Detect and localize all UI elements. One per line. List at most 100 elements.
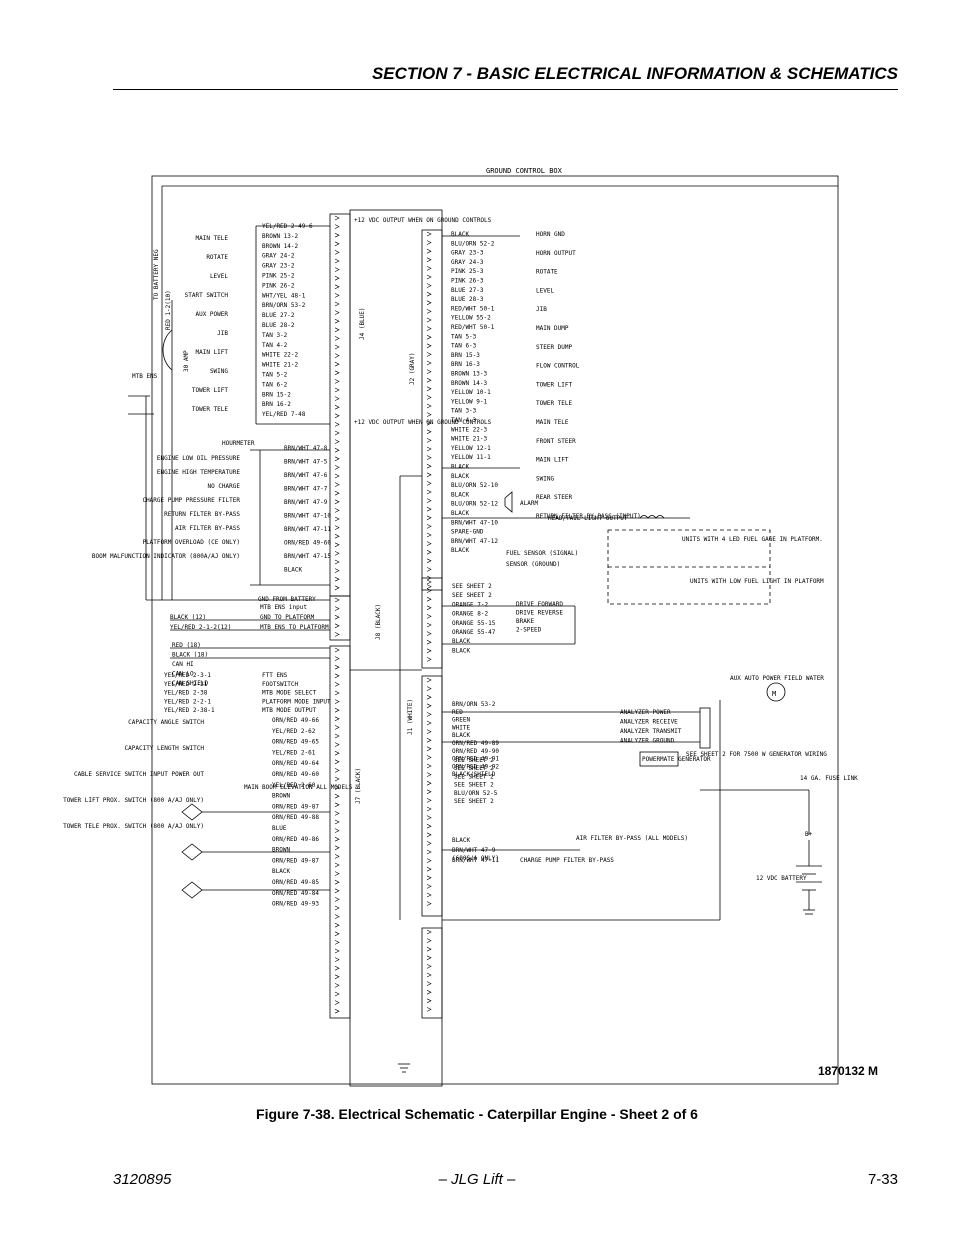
- battery-label: 12 VDC BATTERY: [756, 875, 807, 882]
- connector-pin: [426, 334, 432, 340]
- connector-pin: [334, 576, 340, 582]
- sensor-wire-label: BRN/WHT 47-9: [284, 499, 328, 506]
- connector-pin: [334, 793, 340, 799]
- connector-pin: [426, 901, 432, 906]
- connector-pin: [334, 318, 340, 324]
- j1-bottom-label: BLU/ORN 52-5: [454, 790, 498, 797]
- connector-j1-j7: [329, 645, 351, 1019]
- connector-pin: [426, 946, 432, 952]
- j7-wire-label: BLUE: [272, 825, 287, 832]
- powermate-label: POWERMATE GENERATOR: [642, 756, 711, 763]
- right-wire-label: BLACK: [451, 491, 469, 498]
- right-wire-label: WHITE 21-3: [451, 436, 488, 443]
- connector-pin: [334, 845, 340, 851]
- connector-pin: [334, 811, 340, 816]
- j2-label: J2 (GRAY): [409, 352, 416, 385]
- connector-pin: [426, 506, 432, 512]
- connector-pin: [426, 677, 432, 683]
- right-wire-label: BLUE 28-3: [451, 296, 484, 303]
- connector-pin: [426, 588, 432, 593]
- left-function-label: SWING: [210, 368, 228, 375]
- j7-wire-label: BROWN: [272, 847, 290, 854]
- j1-bottom-label: SEE SHEET 2: [454, 798, 494, 805]
- j1-label: J1 (WHITE): [407, 699, 414, 735]
- air-filter-all-label: AIR FILTER BY-PASS (ALL MODELS): [576, 835, 688, 842]
- left-wire-label: TAN 4-2: [262, 342, 288, 349]
- connector-j1-right: [421, 675, 443, 917]
- right-wire-label: TAN 6-3: [451, 343, 477, 350]
- right-function-label: MAIN DUMP: [536, 325, 569, 332]
- right-function-label: RETURN FILTER BY-PASS (INPUT): [536, 513, 641, 520]
- left-function-label: LEVEL: [210, 273, 228, 280]
- motor-symbol: [766, 682, 786, 702]
- connector-pin: [426, 472, 432, 478]
- j7-wire-label: ORN/RED 49-85: [272, 879, 319, 886]
- connector-pin: [334, 499, 340, 505]
- right-wire-label: RED/WHT 50-1: [451, 305, 495, 312]
- connector-pin: [334, 776, 340, 782]
- alarm-horn: [504, 491, 513, 513]
- connector-pin: [426, 291, 432, 297]
- connector-pin: [426, 737, 432, 743]
- connector-pin: [426, 360, 432, 366]
- connector-pin: [334, 1000, 340, 1005]
- connector-pin: [334, 542, 340, 548]
- sensor-label: RETURN FILTER BY-PASS: [164, 511, 240, 518]
- j1-mid-label: MTB MODE OUTPUT: [262, 707, 317, 714]
- analyzer-wire-label: ORN/RED 49-92: [452, 763, 499, 770]
- sensor-label: PLATFORM OVERLOAD (CE ONLY): [142, 539, 240, 546]
- right-wire-label: BRN/WHT 47-12: [451, 538, 498, 545]
- output-note-2: +12 VDC OUTPUT WHEN ON GROUND CONTROLS: [354, 419, 492, 426]
- j1-bottom-label: SEE SHEET 2: [454, 782, 494, 789]
- left-function-label: MAIN TELE: [195, 235, 228, 242]
- connector-pin: [334, 387, 340, 393]
- j1-lower-wire-label: BRN/WHT 47-11: [452, 857, 499, 864]
- right-wire-label: BLACK: [451, 464, 469, 471]
- can-label: BLACK (18): [172, 652, 208, 659]
- battery-pos-label: B+: [805, 831, 813, 838]
- connector-pin: [334, 922, 340, 928]
- right-wire-label: TAN 3-3: [451, 408, 477, 415]
- left-wire-label: BROWN 13-2: [262, 233, 299, 240]
- connector-pin: [334, 241, 340, 247]
- connector-pin: [426, 248, 432, 254]
- connector-pin: [426, 929, 432, 935]
- connector-pin: [334, 224, 340, 229]
- left-wire-label: WHITE 21-2: [262, 362, 299, 369]
- right-wire-label: BROWN 13-3: [451, 371, 488, 378]
- connector-pin: [426, 579, 432, 585]
- connector-pin: [334, 802, 340, 808]
- drive-function-label: DRIVE REVERSE: [516, 610, 563, 617]
- connector-pin: [426, 763, 432, 769]
- connector-pin: [334, 456, 340, 462]
- connector-pin: [426, 257, 432, 263]
- j1-left-label: YEL/RED 2-2-1: [164, 698, 211, 705]
- connector-pin: [426, 455, 432, 460]
- connector-pin: [426, 815, 432, 820]
- connector-pin: [426, 549, 432, 555]
- connector-pin: [334, 940, 340, 945]
- sensor-wire-label: BRN/WHT 47-15: [284, 553, 331, 560]
- connector-pin: [334, 948, 340, 954]
- j7-wire-label: BLACK: [272, 868, 290, 875]
- connector-pin: [426, 343, 432, 349]
- right-wire-label: SPARE-GND: [451, 529, 484, 536]
- connector-pin: [334, 284, 340, 290]
- drive-wire-label: SEE SHEET 2: [452, 592, 492, 599]
- connector-pin: [426, 498, 432, 503]
- connector-pin: [334, 516, 340, 522]
- analyzer-label: ANALYZER GROUND: [620, 738, 675, 745]
- right-function-label: FRONT STEER: [536, 438, 576, 445]
- connector-pin: [426, 866, 432, 872]
- connector-pin: [426, 955, 432, 961]
- connector-pin: [334, 862, 340, 868]
- connector-pin: [426, 720, 432, 726]
- right-function-label: FLOW CONTROL: [536, 363, 580, 370]
- connector-pin: [334, 508, 340, 513]
- right-function-label: ROTATE: [536, 269, 558, 276]
